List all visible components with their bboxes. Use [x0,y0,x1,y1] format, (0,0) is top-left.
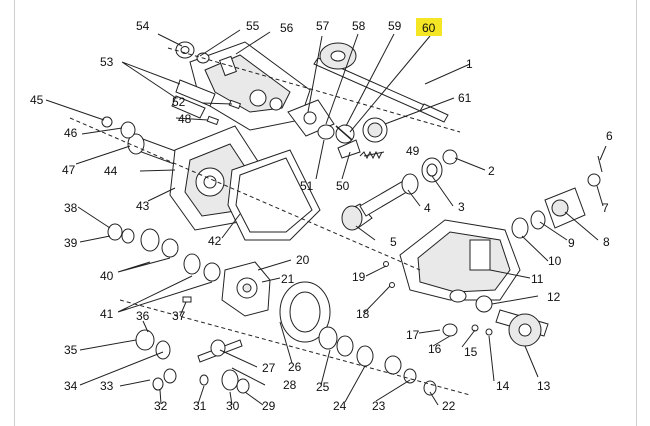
bolts-part [182,99,242,303]
callout-6: 6 [606,129,613,143]
callout-20: 20 [296,253,310,267]
left-frame-line [14,0,15,426]
callout-60: 60 [422,21,436,35]
callout-16: 16 [428,342,442,356]
callout-32: 32 [154,399,168,413]
callout-labels: 1234567891011121314151617181920212223242… [30,19,613,413]
callout-8: 8 [603,235,610,249]
callout-43: 43 [136,199,150,213]
callout-57: 57 [316,19,330,33]
callout-49: 49 [406,144,420,158]
callout-42: 42 [208,234,222,248]
assembly-guide-lines [69,47,471,396]
callout-10: 10 [548,254,562,268]
leader-lines [45,29,607,406]
ring-gear-part [279,281,331,343]
carrier-bearings-part [318,326,437,396]
callout-3: 3 [458,200,465,214]
callout-2: 2 [488,164,495,178]
callout-55: 55 [246,19,260,33]
callout-23: 23 [372,399,386,413]
axle-shaft-part [313,42,449,123]
callout-7: 7 [602,201,609,215]
callout-34: 34 [64,379,78,393]
callout-21: 21 [281,272,295,286]
callout-5: 5 [390,235,397,249]
differential-case-part [221,261,271,317]
callout-39: 39 [64,236,78,250]
pinion-bearings-part [401,149,458,195]
callout-4: 4 [424,201,431,215]
bearing-61-part [362,117,388,143]
callout-31: 31 [193,399,207,413]
callout-17: 17 [406,328,420,342]
callout-53: 53 [100,55,114,69]
left-bearing-stack-part [107,223,221,282]
callout-46: 46 [64,126,78,140]
callout-40: 40 [100,269,114,283]
callout-33: 33 [100,379,114,393]
callout-26: 26 [288,360,302,374]
callout-36: 36 [136,309,150,323]
callout-11: 11 [531,272,544,286]
callout-47: 47 [62,163,76,177]
callout-54: 54 [136,19,150,33]
shaft-housing-part [171,41,311,131]
axle-housing-part [399,219,521,303]
output-shaft-part [475,295,549,347]
callout-19: 19 [352,270,366,284]
callout-29: 29 [262,399,276,413]
callout-44: 44 [104,164,118,178]
cover-gasket-part [227,149,321,241]
callout-52: 52 [172,95,186,109]
callout-18: 18 [356,307,370,321]
callout-41: 41 [100,307,114,321]
callout-48: 48 [178,112,192,126]
pinion-gear-part [341,179,411,231]
small-hardware-part [383,261,493,337]
callout-15: 15 [464,345,478,359]
callout-59: 59 [388,19,402,33]
callout-30: 30 [226,399,240,413]
callout-25: 25 [316,380,330,394]
callout-38: 38 [64,201,78,215]
callout-27: 27 [262,361,276,375]
callout-14: 14 [496,379,510,393]
callout-1: 1 [466,57,473,71]
callout-22: 22 [442,399,456,413]
side-gear-stack-part [135,329,250,394]
callout-37: 37 [172,309,186,323]
callout-56: 56 [280,21,294,35]
callout-9: 9 [568,236,575,250]
callout-45: 45 [30,93,44,107]
callout-24: 24 [333,399,347,413]
flange-assembly-part [511,155,603,239]
clutch-fork-part [317,124,361,159]
callout-58: 58 [352,19,366,33]
callout-28: 28 [283,378,297,392]
callout-35: 35 [64,343,78,357]
right-frame-line [636,0,637,426]
callout-60-highlight [416,18,442,36]
callout-61: 61 [458,91,472,105]
callout-12: 12 [547,290,561,304]
callout-13: 13 [537,379,551,393]
callout-51: 51 [300,179,314,193]
callout-50: 50 [336,179,350,193]
